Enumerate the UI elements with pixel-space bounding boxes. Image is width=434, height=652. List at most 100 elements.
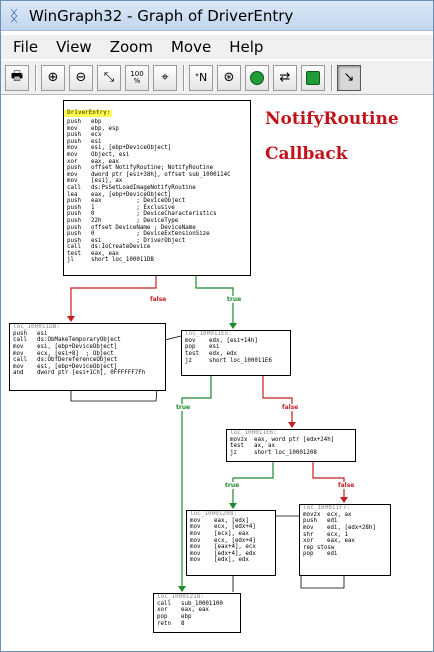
asm-operands: ecx, [edx+4] xyxy=(214,537,256,544)
asm-line: rep stosw xyxy=(300,545,390,552)
asm-operands: edx, edx xyxy=(209,350,237,357)
arrowhead xyxy=(229,323,237,329)
asm-mnemonic: jz xyxy=(185,357,192,364)
asm-operands: eax, [ebp+DeviceObject] xyxy=(91,191,172,198)
go-left-button[interactable] xyxy=(245,64,269,91)
asm-operands: eax, eax xyxy=(327,538,355,545)
menu-move[interactable]: Move xyxy=(170,38,212,56)
asm-mnemonic: pop xyxy=(303,551,314,558)
zoom-out-button[interactable]: ⊖ xyxy=(69,64,93,91)
title-bar[interactable]: ᛝ WinGraph32 - Graph of DriverEntry xyxy=(1,1,433,31)
asm-operands: [esi], ax xyxy=(91,178,123,185)
toolbar-separator xyxy=(331,64,333,91)
asm-operands: esi, [ebp+DeviceObject] xyxy=(91,145,172,152)
asm-mnemonic: rep stosw xyxy=(303,544,335,551)
asm-operands: eax, eax xyxy=(181,607,209,614)
go-right-button[interactable] xyxy=(301,64,325,91)
menu-file[interactable]: File xyxy=(13,38,39,56)
north-button[interactable]: ᐩN xyxy=(189,64,213,91)
asm-operands: [ecx], eax xyxy=(214,530,249,537)
asm-operands: eax, word ptr [edx+24h] xyxy=(254,436,335,443)
window-title: WinGraph32 - Graph of DriverEntry xyxy=(29,6,294,25)
rotate-button[interactable]: ⊛ xyxy=(217,64,241,91)
edge-label-false: false xyxy=(337,482,356,489)
asm-mnemonic: call xyxy=(67,244,81,251)
asm-operands: ebp, esp xyxy=(91,125,119,132)
asm-mnemonic: push xyxy=(67,224,81,231)
fit-window-icon: ⤡ xyxy=(103,70,115,85)
rotate-icon: ⊛ xyxy=(223,70,235,85)
center-icon: ⌖ xyxy=(161,70,169,85)
asm-mnemonic: xor xyxy=(303,538,314,545)
asm-mnemonic: pop xyxy=(157,613,168,620)
asm-operands: sub_10001100 xyxy=(181,600,223,607)
menu-view[interactable]: View xyxy=(56,38,92,56)
asm-operands: offset DeviceName ; DeviceName xyxy=(91,224,196,231)
node-label: loc_100011E5: xyxy=(185,330,232,337)
print-icon: 🖶 xyxy=(10,68,24,84)
asm-operands: ecx, [esi+8] ; Object xyxy=(37,350,114,357)
select-arrow-button[interactable]: ↘ xyxy=(337,64,361,91)
edge-label-true: true xyxy=(175,404,192,411)
select-arrow-icon: ↘ xyxy=(343,70,355,85)
asm-line: mov[esi], ax xyxy=(64,178,250,185)
zoom-100-button[interactable]: 100% xyxy=(125,64,149,91)
node-label: loc_10001208: xyxy=(190,510,237,517)
node-label: loc_10001218: xyxy=(157,593,204,600)
center-button[interactable]: ⌖ xyxy=(153,64,177,91)
asm-mnemonic: jl xyxy=(67,257,74,264)
zoom-in-button[interactable]: ⊕ xyxy=(41,64,65,91)
asm-operands: dword ptr [esi+1Ch], 0FFFFFF7Fh xyxy=(37,370,146,377)
asm-mnemonic: push xyxy=(67,132,81,139)
asm-mnemonic: call xyxy=(157,600,171,607)
edge-true xyxy=(195,276,234,328)
go-right-icon xyxy=(306,70,320,85)
asm-mnemonic: test xyxy=(67,250,81,257)
fit-window-button[interactable]: ⤡ xyxy=(97,64,121,91)
asm-mnemonic: mov xyxy=(67,125,78,132)
zoom-in-icon: ⊕ xyxy=(47,70,59,85)
asm-operands: ecx xyxy=(91,132,102,139)
arrowhead xyxy=(288,422,296,428)
asm-line: mov[edx+4], edx xyxy=(187,551,275,558)
zoom-100-icon: 100% xyxy=(130,69,144,85)
menu-zoom[interactable]: Zoom xyxy=(109,38,153,56)
asm-operands: esi xyxy=(91,138,102,145)
print-button[interactable]: 🖶 xyxy=(5,64,29,91)
zoom-out-icon: ⊖ xyxy=(75,70,87,85)
menu-bar: File View Zoom Move Help xyxy=(1,35,433,59)
asm-mnemonic: test xyxy=(230,443,244,450)
asm-mnemonic: mov xyxy=(190,524,201,531)
north-icon: ᐩN xyxy=(194,71,208,84)
asm-operands: edi xyxy=(327,551,338,558)
graph-canvas[interactable]: false true true false true false NotifyR… xyxy=(1,96,433,651)
asm-mnemonic: push xyxy=(67,217,81,224)
edge-layer xyxy=(67,276,348,592)
toolbar-separator xyxy=(35,64,37,91)
follow-edge-button[interactable]: ⇄ xyxy=(273,64,297,91)
edge-false xyxy=(262,376,293,427)
menu-help[interactable]: Help xyxy=(229,38,264,56)
edge-label-false: false xyxy=(149,296,168,303)
asm-operands: [eax+4], ecx xyxy=(214,544,256,551)
asm-line: xor eax, eax xyxy=(300,538,390,545)
asm-operands: 8 xyxy=(181,620,185,627)
